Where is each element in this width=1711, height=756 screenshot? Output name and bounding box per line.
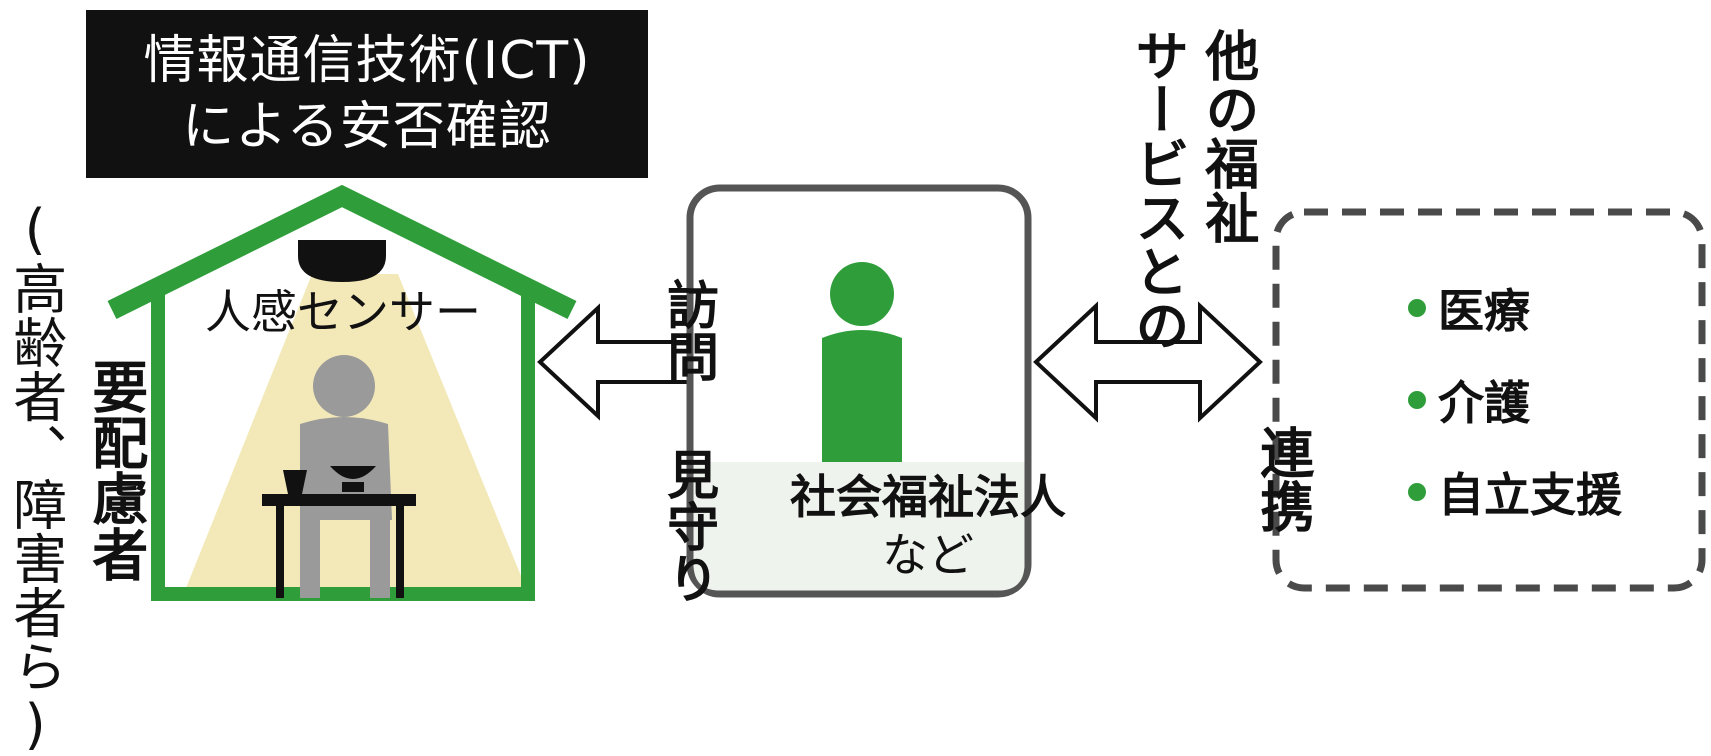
visit-label: 訪問	[657, 278, 718, 382]
title-line-2: による安否確認	[182, 97, 552, 157]
watch-label: 見守り	[657, 448, 718, 604]
bullet-icon	[1408, 483, 1426, 501]
bullet-icon	[1408, 299, 1426, 317]
service-item-medical: 医療	[1408, 262, 1622, 354]
motion-sensor-device	[298, 240, 386, 282]
org-suffix: など	[882, 528, 974, 582]
org-panel	[686, 184, 1032, 598]
service-label: 医療	[1438, 284, 1530, 338]
service-label: 自立支援	[1438, 468, 1622, 522]
title-line-1: 情報通信技術(ICT)	[143, 31, 591, 91]
staff-person-body	[822, 330, 902, 462]
dining-table-icon	[262, 466, 416, 598]
cooperation-label: 連携	[1250, 425, 1314, 533]
cooperation-label-line-2: サービスとの	[1125, 28, 1189, 352]
subject-label: 要配慮者	[82, 358, 148, 582]
org-label: 社会福祉法人 など	[758, 468, 1098, 584]
house-roof	[107, 184, 577, 319]
title-box: 情報通信技術(ICT) による安否確認	[86, 10, 648, 178]
org-name: 社会福祉法人	[790, 470, 1066, 524]
sensor-label: 人感センサー	[205, 285, 481, 339]
cooperation-double-arrow	[1033, 301, 1263, 423]
services-dashed-box	[1272, 208, 1706, 592]
services-list: 医療 介護 自立支援	[1408, 262, 1622, 538]
service-label: 介護	[1438, 376, 1530, 430]
staff-person-icon	[830, 262, 894, 326]
bullet-icon	[1408, 391, 1426, 409]
service-item-independence-support: 自立支援	[1408, 446, 1622, 538]
service-item-care: 介護	[1408, 354, 1622, 446]
cooperation-label-line-1: 他の福祉	[1195, 28, 1259, 244]
diagram-canvas	[107, 184, 1706, 601]
subject-description: (高齢者、障害者ら)	[3, 198, 67, 756]
visit-arrow-left	[537, 303, 692, 421]
house-walls	[151, 286, 535, 601]
